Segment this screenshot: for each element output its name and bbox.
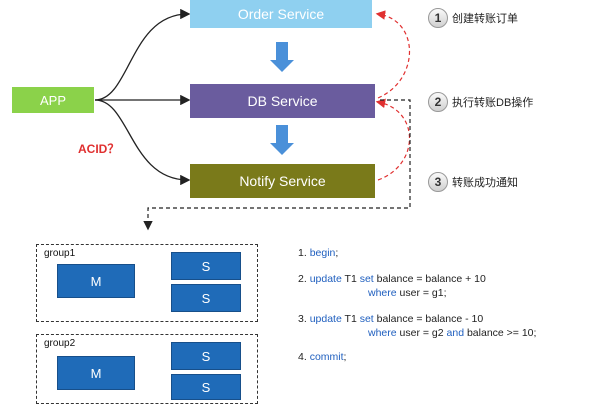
group1-container xyxy=(36,244,258,322)
app-to-order-arrow xyxy=(94,8,191,101)
db-service-box: DB Service xyxy=(190,84,375,118)
step-1-badge: 1 xyxy=(428,8,448,28)
app-to-notify-arrow xyxy=(94,99,191,186)
group1-slave-2: S xyxy=(171,284,241,312)
notify-service-label: Notify Service xyxy=(239,173,326,189)
group1-slave-1: S xyxy=(171,252,241,280)
group1-label: group1 xyxy=(44,248,76,259)
db-to-notify-arrow xyxy=(270,125,294,155)
group2-master: M xyxy=(57,356,135,390)
notify-service-box: Notify Service xyxy=(190,164,375,198)
code-line-3: 3. update T1 set balance = balance - 10 xyxy=(298,313,484,325)
app-box: APP xyxy=(12,87,94,113)
app-label: APP xyxy=(39,92,66,108)
order-service-label: Order Service xyxy=(237,6,325,22)
step-2-text: 执行转账DB操作 xyxy=(452,97,534,109)
notify-to-db-dashed-arrow xyxy=(375,98,411,181)
group1-master: M xyxy=(57,264,135,298)
code-line-2b: where user = g1; xyxy=(368,287,447,299)
step-3-badge: 3 xyxy=(428,172,448,192)
step-1: 1 创建转账订单 xyxy=(428,8,518,28)
step-1-text: 创建转账订单 xyxy=(452,13,518,25)
code-line-3b: where user = g2 and balance >= 10; xyxy=(368,327,537,339)
order-to-db-arrow xyxy=(270,42,294,72)
group2-slave-1: S xyxy=(171,342,241,370)
step-2-badge: 2 xyxy=(428,92,448,112)
code-line-4: 4. commit; xyxy=(298,351,347,363)
step-3: 3 转账成功通知 xyxy=(428,172,518,192)
order-service-box: Order Service xyxy=(190,0,372,28)
group2-slave-2: S xyxy=(171,374,241,400)
db-to-groups-dashed-line xyxy=(143,99,411,231)
code-line-1: 1. begin; xyxy=(298,247,339,259)
db-to-order-dashed-arrow xyxy=(375,10,410,99)
group2-label: group2 xyxy=(44,338,76,349)
acid-label: ACID？ xyxy=(78,142,120,156)
step-2: 2 执行转账DB操作 xyxy=(428,92,533,112)
code-line-2: 2. update T1 set balance = balance + 10 xyxy=(298,273,486,285)
db-service-label: DB Service xyxy=(247,93,318,109)
step-3-text: 转账成功通知 xyxy=(452,177,518,189)
